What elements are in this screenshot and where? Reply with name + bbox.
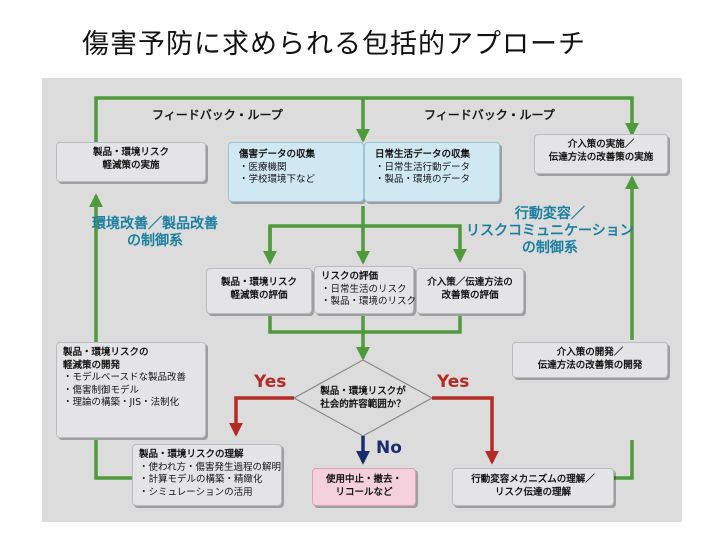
yes-right-label: Yes <box>437 372 470 392</box>
box-title: 製品・環境リスクの <box>63 347 149 358</box>
left-loop-up <box>94 440 132 480</box>
box-item: ・日常生活のリスク <box>321 283 407 295</box>
box-line: 介入策／伝達方法の <box>427 277 513 288</box>
control-system-label-left: 環境改善／製品改善 の制御系 <box>92 216 218 250</box>
control-line: の制御系 <box>127 233 183 249</box>
box-line: 使用中止・撤去・ <box>325 474 402 485</box>
box-line: 軽減策の実施 <box>102 159 160 171</box>
right-loop-up <box>614 440 634 480</box>
box-item: ・製品・環境のデータ <box>375 174 471 185</box>
decision-line: 社会的許容範囲か？ <box>320 399 406 410</box>
risk-understanding-box: 製品・環境リスクの理解 ・使われ方・傷害発生過程の解明 ・計算モデルの構築・精緻… <box>132 444 282 506</box>
yes-left-arrow <box>229 396 294 437</box>
box-line: 介入策の実施／ <box>567 139 635 150</box>
box-line: 伝達方法の改善策の実施 <box>548 151 654 163</box>
behavior-understanding-box: 行動変容メカニズムの理解／ リスク伝達の理解 <box>452 468 614 506</box>
feedback-loop-label-left: フィードバック・ループ <box>148 106 287 123</box>
slide-title: 傷害予防に求められる包括的アプローチ <box>82 29 586 60</box>
feedback-loop-label-right: フィードバック・ループ <box>420 106 559 123</box>
intervention-evaluation-box: 介入策／伝達方法の 改善策の評価 <box>416 268 524 314</box>
box-item: ・使われ方・傷害発生過程の解明 <box>139 461 282 473</box>
box-item: ・製品・環境のリスク <box>321 296 417 307</box>
box-line: リコールなど <box>335 486 393 498</box>
box-line: 改善策の評価 <box>441 289 499 301</box>
box-item: ・医療機関 <box>239 161 287 173</box>
box-line: リスク伝達の理解 <box>494 486 571 498</box>
control-line: 環境改善／製品改善 <box>92 216 218 232</box>
yes-left-label: Yes <box>254 372 287 392</box>
stop-use-recall-box: 使用中止・撤去・ リコールなど <box>312 468 416 506</box>
box-line: 製品・環境リスク <box>220 277 297 288</box>
box-item: ・計算モデルの構築・精緻化 <box>139 474 263 485</box>
box-title: リスクの評価 <box>321 271 379 282</box>
box-line: 行動変容メカニズムの理解／ <box>471 474 595 485</box>
decision-line: 製品・環境リスクが <box>320 386 406 397</box>
box-item: ・傷害制御モデル <box>63 384 140 396</box>
risk-reduction-implementation-box: 製品・環境リスク 軽減策の実施 <box>56 142 206 182</box>
control-line: の制御系 <box>521 240 578 256</box>
risk-evaluation-box: リスクの評価 ・日常生活のリスク ・製品・環境のリスク <box>314 266 417 314</box>
box-item: ・学校環境下など <box>239 174 316 185</box>
box-item: ・日常生活行動データ <box>375 161 471 173</box>
intervention-implementation-box: 介入策の実施／ 伝達方法の改善策の実施 <box>534 134 668 174</box>
control-system-label-right: 行動変容／ リスクコミュニケーション の制御系 <box>466 206 634 257</box>
box-title: 傷害データの収集 <box>239 149 316 160</box>
branch <box>268 224 467 263</box>
injury-data-collection-box: 傷害データの収集 ・医療機関 ・学校環境下など <box>228 142 364 202</box>
intervention-development-box: 介入策の開発／ 伝達方法の改善策の開発 <box>512 342 668 378</box>
merge <box>268 316 462 334</box>
box-title: 日常生活データの収集 <box>375 149 471 160</box>
risk-reduction-development-box: 製品・環境リスクの 軽減策の開発 ・モデルベースドな製品改善 ・傷害制御モデル … <box>56 342 206 438</box>
risk-reduction-evaluation-box: 製品・環境リスク 軽減策の評価 <box>206 268 312 314</box>
box-line: 製品・環境リスク <box>92 147 169 158</box>
box-item: ・シミュレーションの活用 <box>139 486 253 498</box>
box-line: 軽減策の評価 <box>230 289 288 301</box>
box-title: 軽減策の開発 <box>63 359 121 371</box>
box-item: ・モデルベースドな製品改善 <box>63 372 187 383</box>
control-line: リスクコミュニケーション <box>466 223 634 239</box>
no-label: No <box>376 438 402 458</box>
yes-right-arrow <box>432 396 499 465</box>
box-title: 製品・環境リスクの理解 <box>139 449 244 460</box>
box-item: ・理論の構築・JIS・法制化 <box>63 397 180 408</box>
box-line: 介入策の開発／ <box>556 347 624 358</box>
decision-text: 製品・環境リスクが 社会的許容範囲か？ <box>303 385 423 411</box>
control-line: 行動変容／ <box>514 206 585 222</box>
daily-life-data-collection-box: 日常生活データの収集 ・日常生活行動データ ・製品・環境のデータ <box>364 142 500 202</box>
box-line: 伝達方法の改善策の開発 <box>537 359 643 371</box>
